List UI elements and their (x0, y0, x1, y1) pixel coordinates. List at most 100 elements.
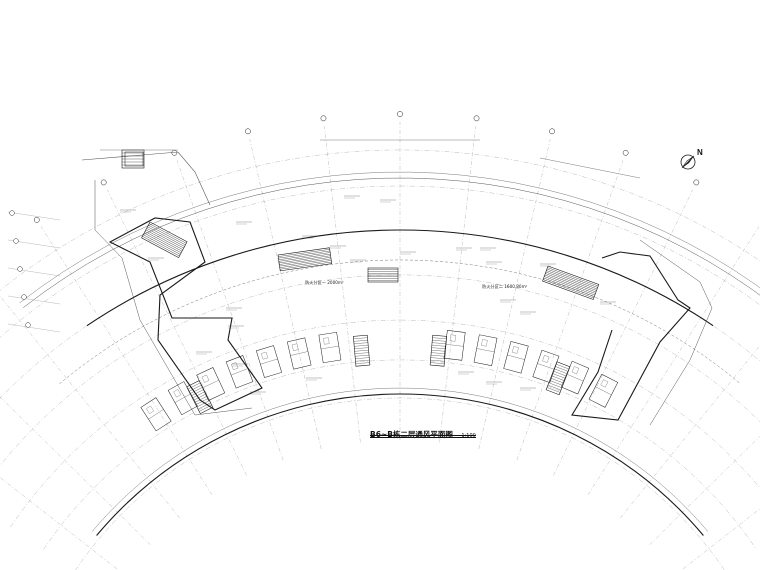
stair-core-tread (354, 344, 369, 347)
stair-core (545, 361, 571, 396)
stair-core-tread (355, 354, 370, 357)
canopy-edge (23, 177, 760, 308)
stair-tread (544, 276, 595, 296)
stair-core-tread (354, 349, 369, 352)
stair-core-tread (553, 370, 567, 377)
stair-core-tread (188, 384, 202, 392)
axis-line (587, 226, 760, 495)
stair-core (429, 334, 447, 367)
stair-tread (545, 271, 597, 291)
axis-arc (75, 397, 725, 570)
right-wing-outline (571, 251, 691, 421)
room-partition (476, 348, 495, 353)
inner-facade (96, 393, 704, 536)
stair-core-tread (195, 398, 209, 405)
axis-line (681, 508, 760, 570)
stair-tread (544, 274, 596, 294)
stair-core-tread (552, 373, 566, 379)
stair-core-tread (354, 347, 369, 349)
stair-hatch (141, 221, 188, 259)
axis-bubble (693, 179, 700, 186)
room-partition (320, 345, 339, 350)
stair-tread (146, 228, 184, 249)
stair-core-tread (555, 366, 569, 372)
left-canopy (81, 151, 211, 206)
axis-bubble (549, 128, 555, 135)
room-fixture (291, 343, 299, 351)
axis-bubble-left (25, 322, 31, 328)
stair-tread (545, 273, 597, 293)
stair-tread (547, 267, 599, 287)
dimension-ext (7, 295, 61, 305)
stair-core (353, 334, 371, 367)
stair-tread (145, 229, 183, 250)
stair-core-tread (355, 359, 370, 362)
drawing-title-block: B6~B栋二层通风平面图 1:100 (370, 424, 476, 442)
stair-core-tread (432, 342, 447, 344)
room-fixture (481, 339, 488, 347)
canopy-edge-2 (19, 171, 760, 304)
stair-tread (142, 236, 180, 257)
axis-bubble (397, 111, 403, 117)
title-underline-thin (370, 437, 476, 438)
stair-core-tread (197, 402, 211, 410)
stair-core-tread (549, 380, 563, 386)
room-fixture (323, 337, 330, 345)
axis-line (620, 345, 760, 519)
stair-core-tread (194, 396, 208, 403)
stair-tread (149, 223, 187, 244)
stair-hatch (121, 149, 145, 169)
core-room (318, 331, 342, 364)
stair-core-tread (353, 342, 368, 344)
room-fixture (571, 366, 580, 375)
stair-core (186, 380, 214, 415)
room-fixture (201, 374, 210, 383)
left-wing-outline (108, 217, 263, 411)
room-wall (140, 397, 172, 432)
room-partition (290, 351, 309, 356)
stair-core-tread (191, 389, 204, 396)
stair-core-tread (431, 347, 446, 349)
axis-line (0, 477, 119, 570)
axis-bubble (33, 217, 40, 223)
core-room (286, 337, 312, 370)
dimension-ext (7, 211, 61, 221)
room-fixture (449, 334, 456, 342)
room-fixture (512, 346, 519, 354)
stair-core-tread (431, 352, 446, 354)
core-room (225, 355, 254, 389)
axis-line (107, 189, 247, 476)
axis-arc (0, 185, 760, 338)
core-room (560, 360, 590, 395)
room-fixture (231, 362, 239, 371)
stair-tread (148, 225, 186, 246)
room-fixture (600, 379, 609, 388)
stair-tread (278, 250, 330, 259)
stair-core-tread (353, 339, 368, 342)
room-partition (445, 344, 464, 347)
drawing-scale: 1:100 (461, 433, 476, 439)
room-partition (595, 386, 612, 396)
stair-core-tread (547, 384, 562, 391)
axis-line (176, 160, 284, 461)
room-partition (202, 380, 219, 388)
right-wing-edge (639, 239, 713, 426)
stair-tread (143, 234, 181, 255)
core-room (255, 345, 283, 378)
axis-bubble (171, 149, 178, 156)
room-wall (443, 330, 466, 361)
stair-tread (279, 260, 332, 268)
core-room (532, 349, 560, 383)
stair-core-tread (430, 362, 445, 364)
room-partition (566, 373, 584, 382)
axis-bubble (100, 179, 107, 186)
axis-grid-lines (0, 111, 760, 570)
stair-core-tread (193, 393, 207, 401)
stair-tread (546, 268, 598, 288)
core-room (473, 334, 498, 366)
left-wing-edge (94, 180, 253, 416)
stair-core-tread (430, 354, 445, 357)
stair-core-tread (555, 363, 570, 370)
axis-line (516, 160, 624, 461)
stair-core-tread (430, 357, 445, 359)
